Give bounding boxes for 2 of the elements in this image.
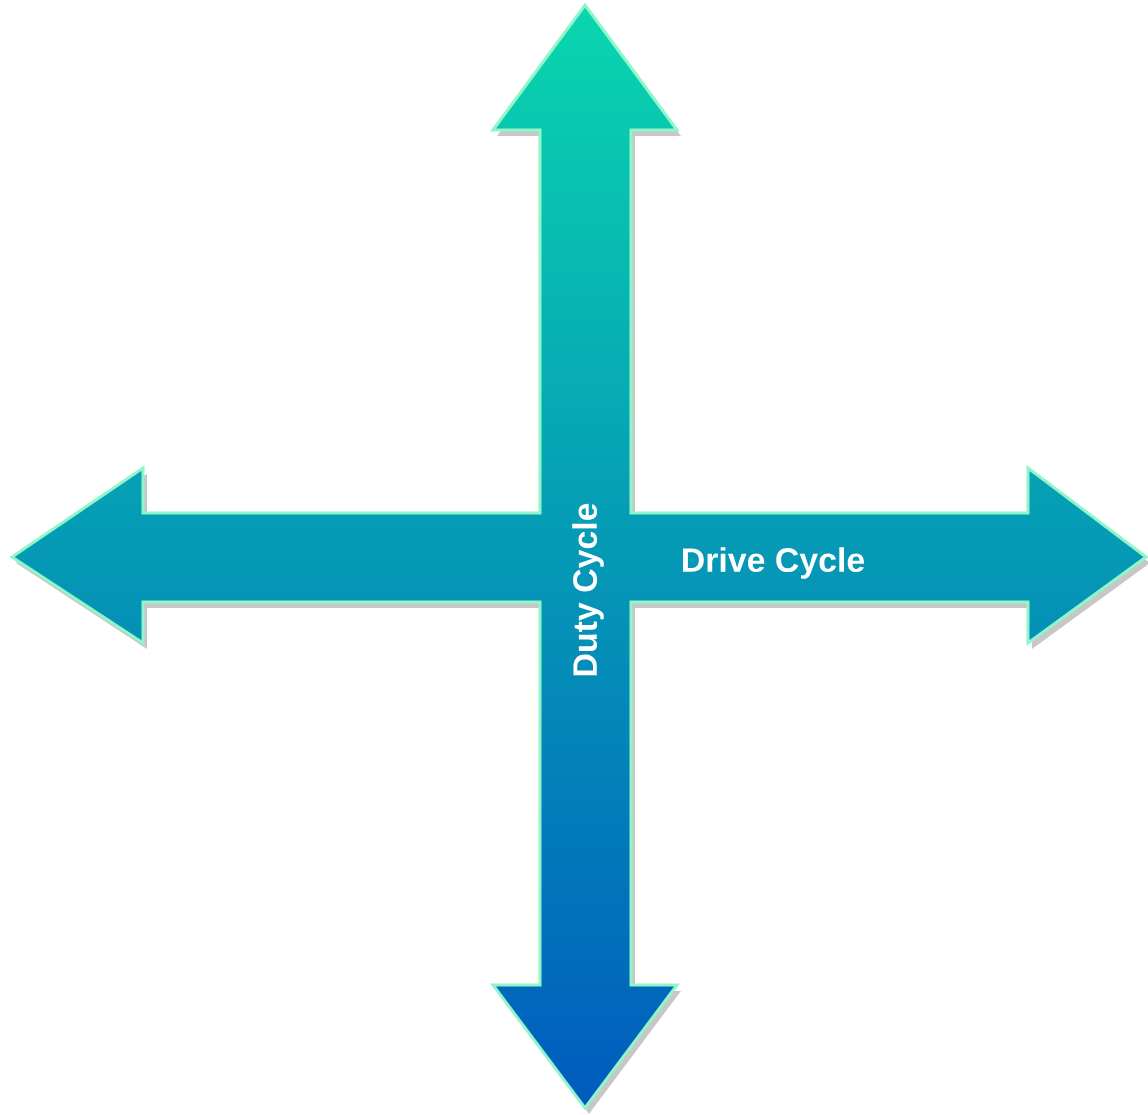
axis-label: Duty Cycle bbox=[572, 503, 604, 676]
axis-label: Drive Cycle bbox=[683, 547, 865, 579]
